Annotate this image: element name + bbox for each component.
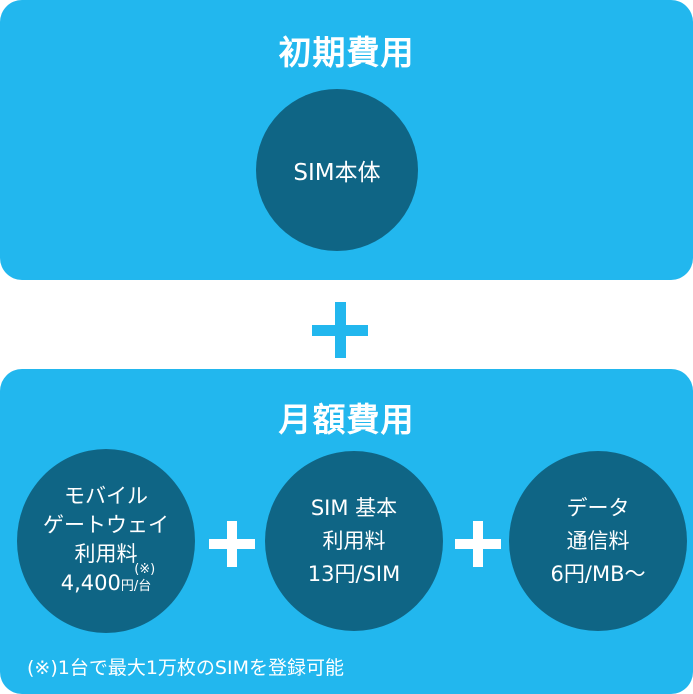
sim-body-label: SIM本体 [293, 160, 381, 186]
data-line1: データ [566, 495, 630, 520]
plus-icon [312, 302, 368, 358]
plus-icon [209, 521, 255, 567]
gateway-line1: モバイル [64, 483, 148, 508]
gateway-price-unit: 円/台 [120, 578, 152, 594]
basic-line2: 利用料 [322, 528, 386, 553]
sim-basic-fee-circle: SIM 基本 利用料 13円/SIM [265, 451, 443, 631]
basic-price: 13円/SIM [307, 561, 401, 586]
monthly-cost-panel: 月額費用 モバイル ゲートウェイ 利用料 4,400円/台 (※) SIM 基本… [0, 369, 693, 694]
gateway-price: 4,400円/台 (※) [60, 562, 156, 601]
plus-icon [455, 521, 501, 567]
initial-cost-panel: 初期費用 SIM本体 [0, 0, 693, 280]
sim-body-circle: SIM本体 [256, 89, 418, 251]
data-fee-circle: データ 通信料 6円/MB〜 [509, 451, 687, 631]
data-price: 6円/MB〜 [550, 561, 646, 586]
mobile-gateway-fee-circle: モバイル ゲートウェイ 利用料 4,400円/台 (※) [17, 449, 195, 633]
footnote: (※)1台で最大1万枚のSIMを登録可能 [27, 657, 344, 679]
initial-cost-title: 初期費用 [278, 33, 415, 72]
gateway-note-mark: (※) [134, 561, 156, 577]
basic-line1: SIM 基本 [310, 495, 398, 520]
data-line2: 通信料 [566, 528, 630, 553]
gateway-price-value: 4,400 [60, 570, 121, 595]
gateway-line2: ゲートウェイ [43, 512, 169, 537]
monthly-cost-title: 月額費用 [278, 400, 415, 439]
gateway-line3: 利用料 [74, 541, 138, 566]
